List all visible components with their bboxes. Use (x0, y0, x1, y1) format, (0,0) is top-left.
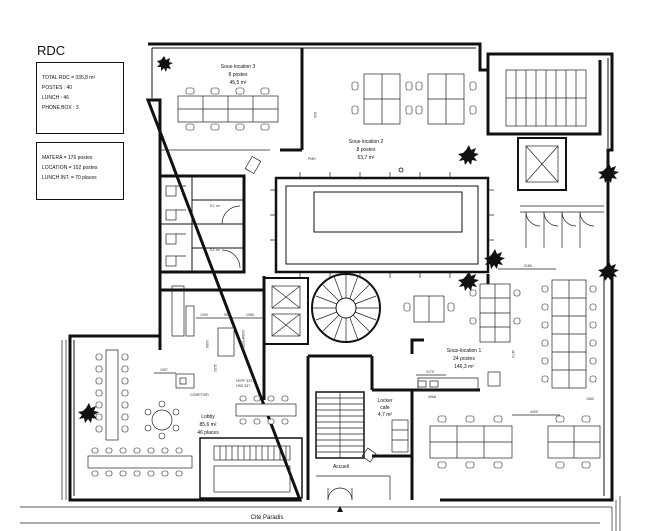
svg-text:1097: 1097 (160, 368, 168, 372)
wall-accueil (306, 354, 374, 500)
equipment-a (417, 380, 427, 388)
accueil-counter (316, 475, 391, 500)
lobby-round-table (144, 400, 180, 440)
desk-cluster-sl1-d (429, 415, 513, 469)
desk-cluster-sl1-a (403, 295, 455, 323)
outer-wall-inner (73, 47, 609, 496)
sl3-area: 45,5 m² (230, 80, 247, 86)
column-marker (398, 167, 404, 173)
hspf-line1: HSPF 323 (236, 379, 252, 383)
stats-phone: PHONE BOX : 3 (42, 105, 79, 111)
svg-text:1170: 1170 (511, 350, 515, 358)
locker-sub: cafe (380, 405, 390, 411)
lobby-area: 85,6 m² (200, 422, 217, 428)
stats-lunch: LUNCH : 46 (42, 95, 69, 101)
hspf-line2: HSD 337 (236, 384, 250, 388)
lobby-table-mid (235, 395, 297, 425)
accueil-label: Accueil (333, 464, 349, 470)
stats-total: TOTAL RDC = 335,8 m² (42, 75, 96, 81)
main-stair (315, 391, 365, 459)
svg-text:1966: 1966 (246, 313, 254, 317)
stats-postes: POSTES : 40 (42, 85, 73, 91)
wc-block (160, 174, 246, 274)
sl1-cabinet (417, 377, 479, 391)
desk-cluster-sl2-left (351, 73, 413, 125)
accueil-desk (361, 447, 377, 463)
lobby-name: Lobby (201, 414, 215, 420)
wall-lobby (158, 336, 266, 400)
sl1-seats: 24 postes (453, 356, 475, 362)
spiral-stair (311, 273, 381, 343)
svg-text:1400: 1400 (205, 340, 209, 348)
comptoir (175, 373, 195, 389)
lobby-table-bottom (87, 447, 193, 477)
comptoir-side-label: COMPTOIR (241, 330, 245, 349)
wc-a-area: 5,1 m² (210, 204, 221, 208)
svg-text:4000: 4000 (530, 410, 538, 414)
sl2-seats: 8 postes (357, 147, 376, 153)
cabinet (171, 285, 185, 337)
desk-cluster-sl1-b (469, 283, 521, 343)
sl1-name: Sous-location 1 (447, 348, 482, 354)
elevator-core (263, 277, 309, 345)
dimensions: 1300 900 1966 1400 1097 1120 2179 4000 1… (154, 264, 594, 416)
sl3-name: Sous-location 3 (221, 64, 256, 70)
capacity-box: MATERA = 176 postes LOCATION = 102 poste… (36, 142, 124, 200)
equipment-b (429, 380, 439, 388)
sl2-name: Sous-location 2 (349, 139, 384, 145)
wc-b-area: 5,1 m² (210, 248, 221, 252)
street-corner (611, 496, 621, 531)
svg-text:1560: 1560 (586, 397, 594, 401)
sl2-area: 53,7 m² (358, 155, 375, 161)
svg-text:2179: 2179 (426, 370, 434, 374)
comptoir-label: COMPTOIR (190, 393, 209, 397)
locker-area: 4,7 m² (378, 412, 393, 418)
locker-name: Locker (377, 398, 392, 404)
desk-cluster-sl3 (177, 87, 279, 131)
desk-cluster-sl2-right (415, 73, 477, 125)
lobby-stair (199, 437, 303, 499)
stats-box: TOTAL RDC = 335,8 m² POSTES : 40 LUNCH :… (36, 62, 124, 134)
capacity-matera: MATERA = 176 postes (42, 155, 93, 161)
sl3-seats: 8 postes (229, 72, 248, 78)
street-edges (20, 506, 612, 524)
dim-1: 615 (313, 112, 317, 118)
desk-cluster-sl1-c (541, 279, 597, 389)
lobby-long-table (95, 349, 129, 441)
plant-icon (78, 56, 619, 423)
right-service-core (486, 60, 604, 248)
facade-lines (61, 340, 67, 500)
level-title: RDC (37, 43, 65, 58)
pillar-b (244, 155, 262, 175)
capacity-location: LOCATION = 102 postes (42, 165, 98, 171)
kitchenette (185, 305, 195, 337)
svg-text:1120: 1120 (213, 364, 217, 372)
pmr-label: PMR (308, 157, 316, 161)
pillar (487, 371, 501, 387)
svg-text:406A: 406A (428, 395, 437, 399)
lobby-seats: 46 places (197, 430, 219, 436)
entrance-door[interactable] (327, 487, 353, 512)
desk-cluster-sl1-e (547, 415, 601, 469)
svg-text:3185: 3185 (524, 264, 532, 268)
street-name: Cité Paradis (251, 515, 284, 521)
comptoir-side (217, 327, 235, 357)
capacity-lunch: LUNCH INT. = 70 places (42, 175, 97, 181)
svg-text:1300: 1300 (200, 313, 208, 317)
central-atrium (270, 172, 494, 278)
svg-text:900: 900 (224, 313, 230, 317)
wall-sl3 (280, 48, 304, 152)
sl1-area: 146,3 m² (454, 364, 474, 370)
